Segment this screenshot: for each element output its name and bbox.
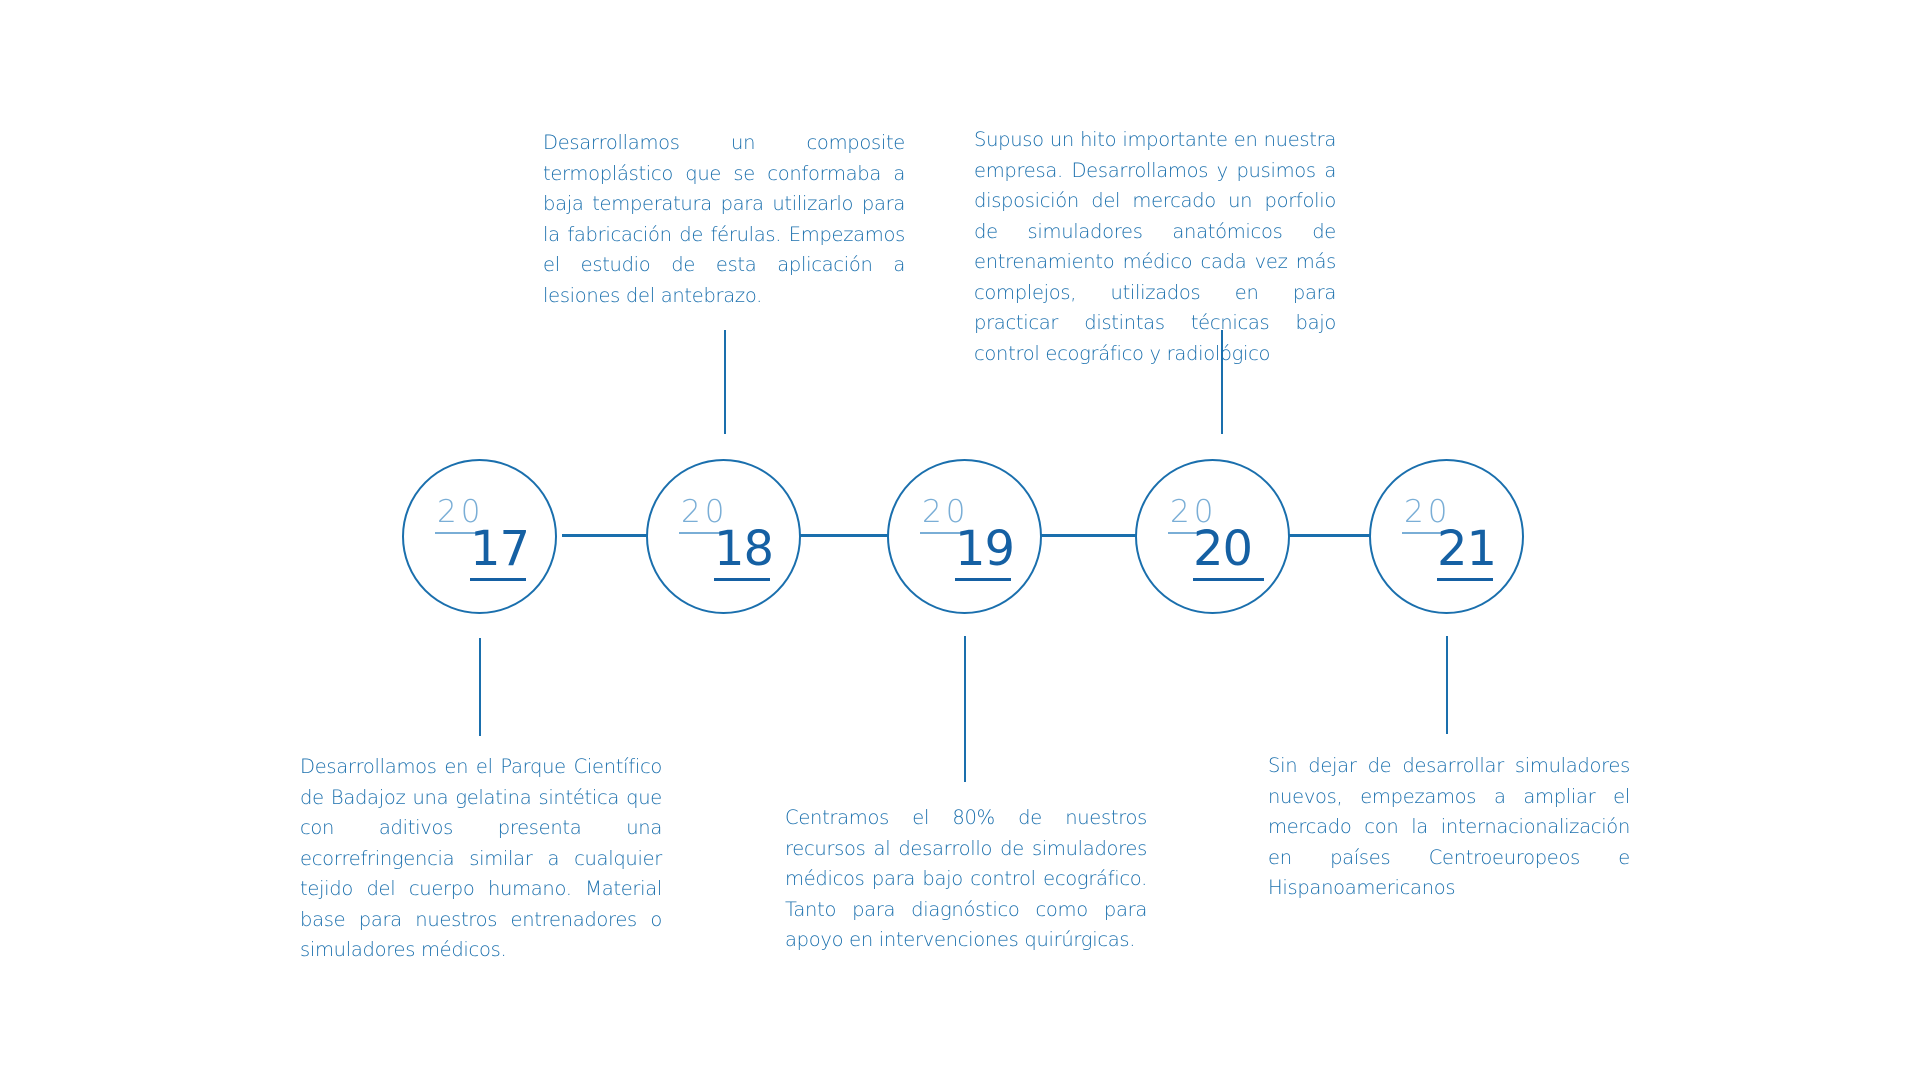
- year-node-2017: 20 17: [402, 459, 557, 614]
- connector-2020: [1221, 330, 1223, 434]
- year-prefix: 20: [681, 494, 729, 530]
- year-node-2019: 20 19: [887, 459, 1042, 614]
- milestone-text-2020: Supuso un hito importante en nuestra emp…: [974, 128, 1336, 365]
- connector-2017: [479, 638, 481, 736]
- year-node-2021: 20 21: [1369, 459, 1524, 614]
- year-prefix-underline: [435, 532, 478, 534]
- year-prefix-underline: [920, 532, 963, 534]
- year-suffix: 17: [470, 521, 530, 577]
- year-node-2020: 20 20: [1135, 459, 1290, 614]
- year-prefix: 20: [1404, 494, 1452, 530]
- year-suffix: 19: [955, 521, 1015, 577]
- year-prefix: 20: [922, 494, 970, 530]
- year-prefix-underline: [1402, 532, 1445, 534]
- connector-2019: [964, 636, 966, 782]
- milestone-text-2018: Desarrollamos un composite termoplástico…: [543, 131, 905, 307]
- milestone-text-2021: Sin dejar de desarrollar simuladores nue…: [1268, 754, 1630, 899]
- milestone-text-2019: Centramos el 80% de nuestros recursos al…: [785, 806, 1147, 951]
- year-suffix-underline: [955, 578, 1011, 581]
- year-suffix: 21: [1437, 521, 1497, 577]
- year-suffix-underline: [1193, 578, 1264, 581]
- year-suffix-underline: [1437, 578, 1493, 581]
- year-suffix: 18: [714, 521, 774, 577]
- connector-2018: [724, 330, 726, 434]
- year-suffix-underline: [470, 578, 526, 581]
- year-prefix-underline: [679, 532, 722, 534]
- year-suffix-underline: [714, 578, 770, 581]
- connector-2021: [1446, 636, 1448, 734]
- milestone-text-2017: Desarrollamos en el Parque Científico de…: [300, 755, 662, 961]
- year-suffix: 20: [1193, 521, 1253, 577]
- year-node-2018: 20 18: [646, 459, 801, 614]
- year-prefix: 20: [437, 494, 485, 530]
- year-prefix-underline: [1168, 532, 1211, 534]
- year-prefix: 20: [1170, 494, 1218, 530]
- timeline-axis-line: [562, 534, 1522, 537]
